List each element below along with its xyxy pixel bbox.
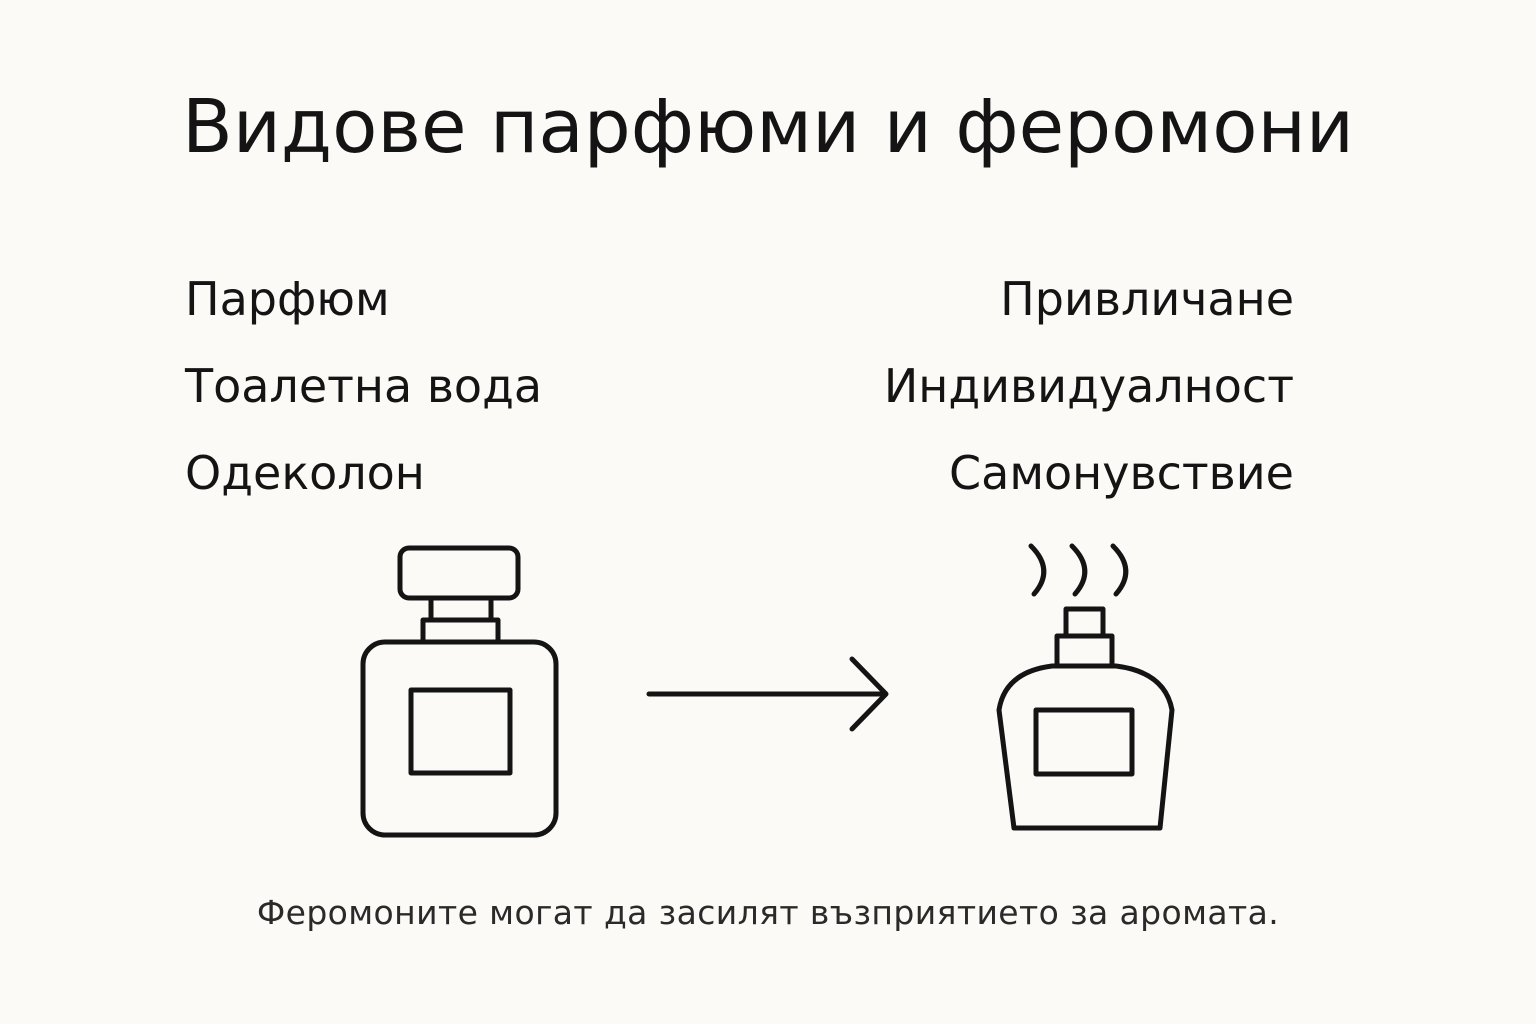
spray-neck [1054, 633, 1115, 669]
bottle-cap [397, 545, 521, 601]
perfume-types-list: Парфюм Тоалетна вода Одеколон [185, 256, 542, 517]
scent-wave [1110, 543, 1129, 597]
perfume-type-item: Парфюм [185, 272, 390, 326]
spray-label [1033, 707, 1135, 777]
effect-item: Привличане [1000, 272, 1294, 326]
spray-body [996, 663, 1175, 831]
effect-item: Самонувствие [949, 446, 1294, 500]
scent-wave [1069, 543, 1088, 597]
caption-text: Феромоните могат да засилят възприятието… [256, 893, 1280, 932]
scent-wave [1028, 543, 1047, 597]
page-title: Видове парфюми и феромони [182, 84, 1354, 170]
arrow-head [849, 656, 889, 732]
perfume-type-item: Тоалетна вода [185, 359, 543, 413]
effect-item: Индивидуалност [883, 359, 1294, 413]
bottle-body [360, 639, 559, 838]
arrow-right-icon [646, 656, 889, 732]
effects-list: Привличане Индивидуалност Самонувствие [884, 256, 1294, 517]
spray-bottle-icon [996, 543, 1175, 831]
perfume-bottle-icon [360, 545, 559, 838]
perfume-type-item: Одеколон [185, 446, 425, 500]
spray-nozzle [1063, 606, 1106, 639]
bottle-label [408, 687, 513, 776]
bottle-collar [420, 617, 501, 645]
bottle-neck [428, 595, 494, 623]
